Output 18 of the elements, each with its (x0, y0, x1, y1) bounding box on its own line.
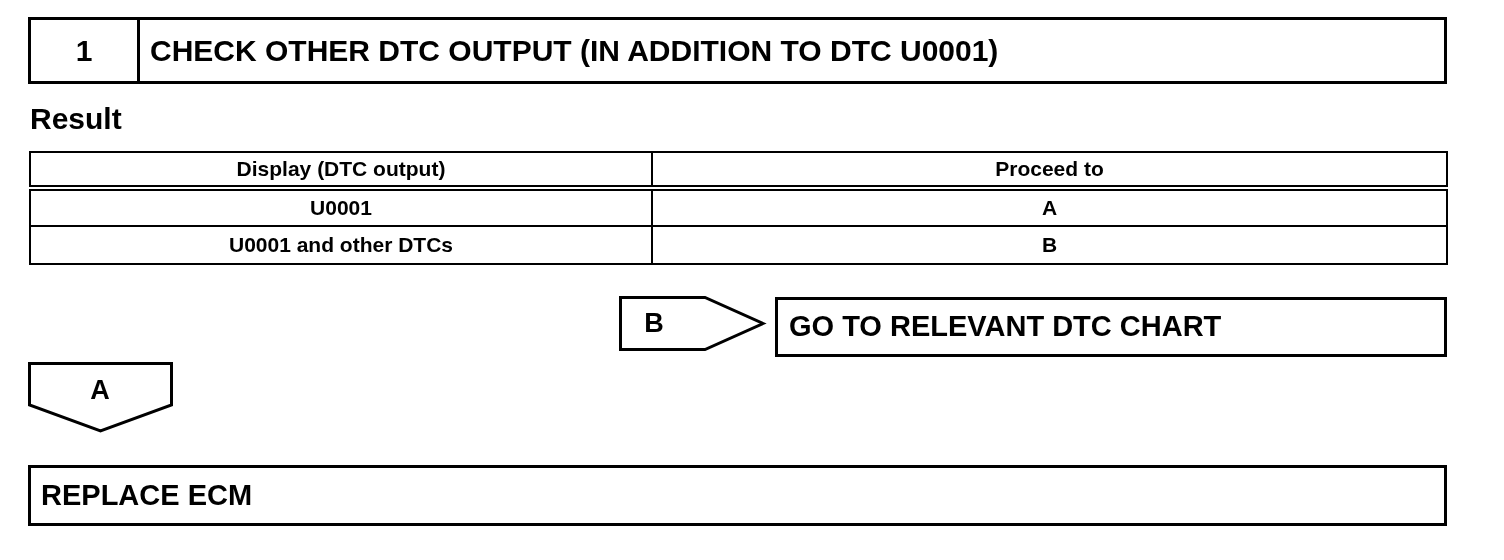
action-text: GO TO RELEVANT DTC CHART (789, 310, 1222, 344)
action-box (28, 465, 1447, 526)
branch-letter: B (644, 308, 664, 339)
section-heading: Result (30, 102, 122, 137)
table-cell: U0001 (30, 188, 652, 226)
action-text: REPLACE ECM (41, 478, 253, 513)
table-cell: A (652, 188, 1447, 226)
branch-arrow-tag (619, 296, 765, 351)
step-header-box (28, 17, 1447, 84)
step-title: CHECK OTHER DTC OUTPUT (IN ADDITION TO DTC U0001) (150, 33, 999, 68)
table-cell: B (652, 226, 1447, 264)
table-cell: U0001 and other DTCs (30, 226, 652, 264)
column-header: Proceed to (652, 152, 1447, 188)
branch-arrow-tag (28, 362, 173, 433)
action-box (775, 297, 1447, 357)
step-number: 1 (75, 33, 93, 68)
branch-letter: A (90, 375, 110, 407)
column-header: Display (DTC output) (30, 152, 652, 188)
